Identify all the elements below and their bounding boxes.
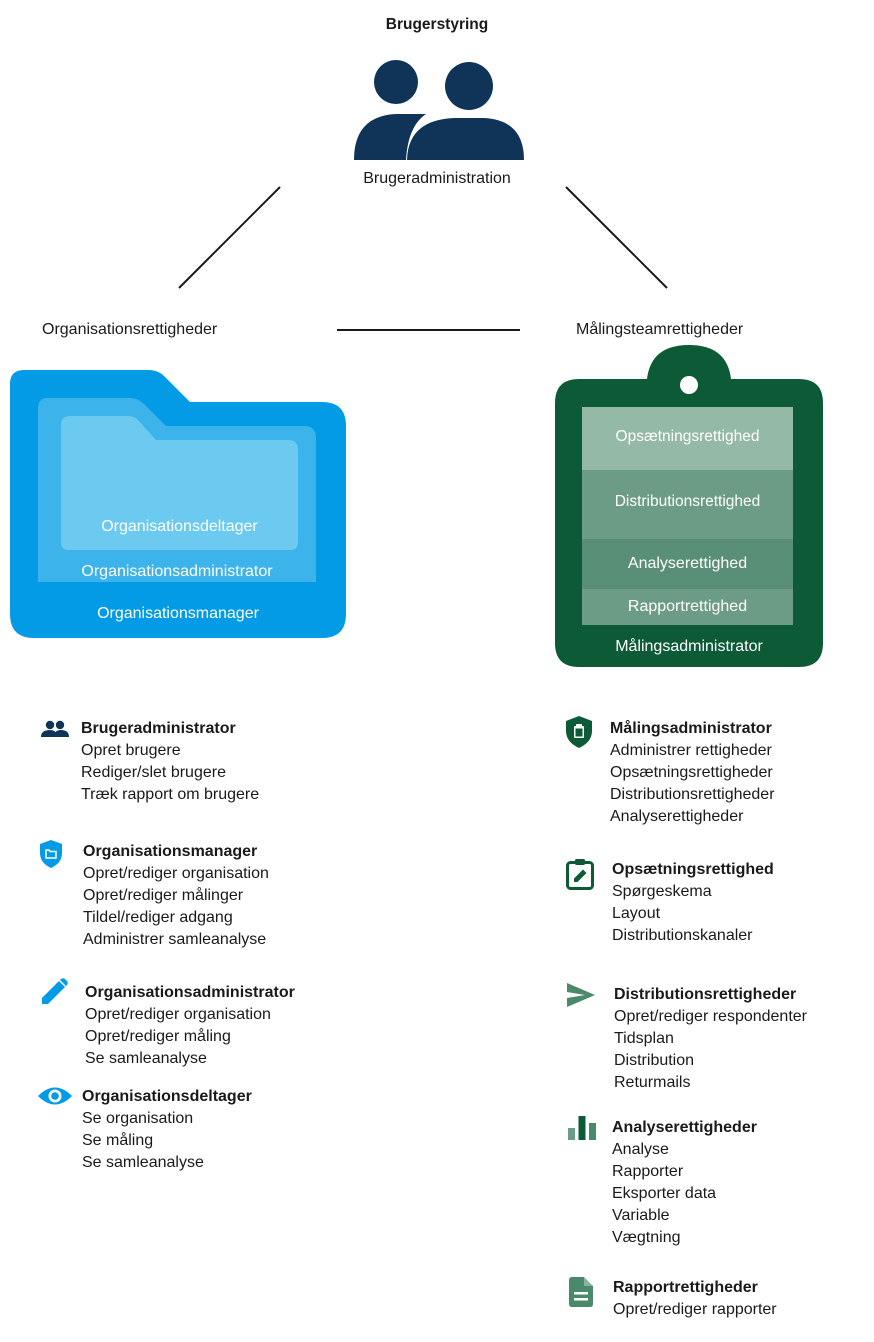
clipboard-icon bbox=[555, 345, 823, 667]
item-line: Se samleanalyse bbox=[82, 1154, 204, 1171]
shield-folder-icon bbox=[40, 840, 62, 868]
bar-chart-icon bbox=[568, 1116, 596, 1140]
send-icon bbox=[567, 983, 595, 1007]
item-line: Layout bbox=[612, 905, 661, 922]
connector-top-right bbox=[565, 186, 668, 289]
list-item-brugeradministrator: Brugeradministrator Opret brugere Redige… bbox=[81, 718, 259, 806]
top-caption: Brugeradministration bbox=[363, 170, 511, 187]
item-line: Opret brugere bbox=[81, 742, 181, 759]
right-branch-title: Målingsteamrettigheder bbox=[576, 321, 744, 338]
item-line: Distributionskanaler bbox=[612, 927, 753, 944]
item-line: Opret/rediger måling bbox=[85, 1028, 231, 1045]
item-line: Tildel/rediger adgang bbox=[83, 909, 233, 926]
pencil-icon bbox=[42, 978, 68, 1004]
user-group-icon bbox=[41, 720, 69, 737]
folder-level-admin: Organisationsadministrator bbox=[81, 563, 273, 580]
eye-icon bbox=[38, 1087, 72, 1105]
item-line: Tidsplan bbox=[614, 1030, 674, 1047]
item-title: Organisationsmanager bbox=[83, 843, 258, 860]
item-title: Organisationsadministrator bbox=[85, 984, 295, 1001]
item-line: Administrer rettigheder bbox=[610, 742, 772, 759]
item-line: Opret/rediger respondenter bbox=[614, 1008, 807, 1025]
clipboard-row-analysis: Analyserettighed bbox=[627, 555, 748, 572]
list-item-malingsadministrator: Målingsadministrator Administrer rettigh… bbox=[610, 718, 775, 828]
item-line: Se måling bbox=[82, 1132, 154, 1149]
folder-level-participant: Organisationsdeltager bbox=[101, 518, 258, 535]
item-title: Målingsadministrator bbox=[610, 720, 772, 737]
connector-top-left bbox=[178, 186, 281, 289]
clipboard-footer: Målingsadministrator bbox=[615, 638, 763, 655]
item-line: Distributionsrettigheder bbox=[610, 786, 775, 803]
list-item-opsaetningsrettighed: Opsætningsrettighed Spørgeskema Layout D… bbox=[612, 859, 774, 947]
folder-icon bbox=[10, 370, 346, 638]
clipboard-row-report: Rapportrettighed bbox=[627, 598, 748, 615]
clipboard-edit-icon bbox=[566, 859, 594, 890]
item-title: Opsætningsrettighed bbox=[612, 861, 774, 878]
clipboard-row-setup: Opsætningsrettighed bbox=[615, 428, 760, 445]
item-line: Analyse bbox=[612, 1141, 669, 1158]
item-line: Analyserettigheder bbox=[610, 808, 744, 825]
item-line: Se organisation bbox=[82, 1110, 194, 1127]
list-item-organisationsdeltager: Organisationsdeltager Se organisation Se… bbox=[82, 1086, 252, 1174]
item-title: Brugeradministrator bbox=[81, 720, 236, 737]
users-icon bbox=[354, 60, 524, 160]
list-item-distributionsrettigheder: Distributionsrettigheder Opret/rediger r… bbox=[614, 984, 807, 1094]
item-line: Opret/rediger organisation bbox=[83, 865, 269, 882]
list-item-organisationsmanager: Organisationsmanager Opret/rediger organ… bbox=[83, 841, 269, 951]
list-item-organisationsadministrator: Organisationsadministrator Opret/rediger… bbox=[85, 982, 295, 1070]
list-item-analyserettigheder: Analyserettigheder Analyse Rapporter Eks… bbox=[612, 1117, 757, 1249]
item-line: Spørgeskema bbox=[612, 883, 712, 900]
item-line: Distribution bbox=[614, 1052, 695, 1069]
clipboard-row-distribution: Distributionsrettighed bbox=[614, 493, 761, 510]
item-title: Organisationsdeltager bbox=[82, 1088, 252, 1105]
clipboard-graphic: Opsætningsrettighed Distributionsrettigh… bbox=[555, 345, 823, 667]
item-line: Opsætningsrettigheder bbox=[610, 764, 773, 781]
item-line: Opret/rediger målinger bbox=[83, 887, 244, 904]
item-line: Rapporter bbox=[612, 1163, 684, 1180]
folder-level-manager: Organisationsmanager bbox=[97, 605, 259, 622]
item-title: Rapportrettigheder bbox=[613, 1279, 758, 1296]
item-line: Vægtning bbox=[612, 1229, 681, 1246]
item-line: Opret/rediger rapporter bbox=[613, 1301, 777, 1318]
list-item-rapportrettigheder: Rapportrettigheder Opret/rediger rapport… bbox=[613, 1277, 777, 1321]
item-line: Rediger/slet brugere bbox=[81, 764, 226, 781]
item-line: Se samleanalyse bbox=[85, 1050, 207, 1067]
item-line: Træk rapport om brugere bbox=[81, 786, 260, 803]
item-title: Distributionsrettigheder bbox=[614, 986, 797, 1003]
document-icon bbox=[569, 1277, 593, 1307]
item-title: Analyserettigheder bbox=[612, 1119, 757, 1136]
diagram-title: Brugerstyring bbox=[385, 16, 489, 33]
shield-clipboard-icon bbox=[566, 716, 592, 748]
folder-graphic: Organisationsdeltager Organisationsadmin… bbox=[10, 370, 346, 638]
left-branch-title: Organisationsrettigheder bbox=[42, 321, 218, 338]
item-line: Returmails bbox=[614, 1074, 691, 1091]
item-line: Administrer samleanalyse bbox=[83, 931, 267, 948]
item-line: Opret/rediger organisation bbox=[85, 1006, 271, 1023]
item-line: Variable bbox=[612, 1207, 670, 1224]
item-line: Eksporter data bbox=[612, 1185, 717, 1202]
